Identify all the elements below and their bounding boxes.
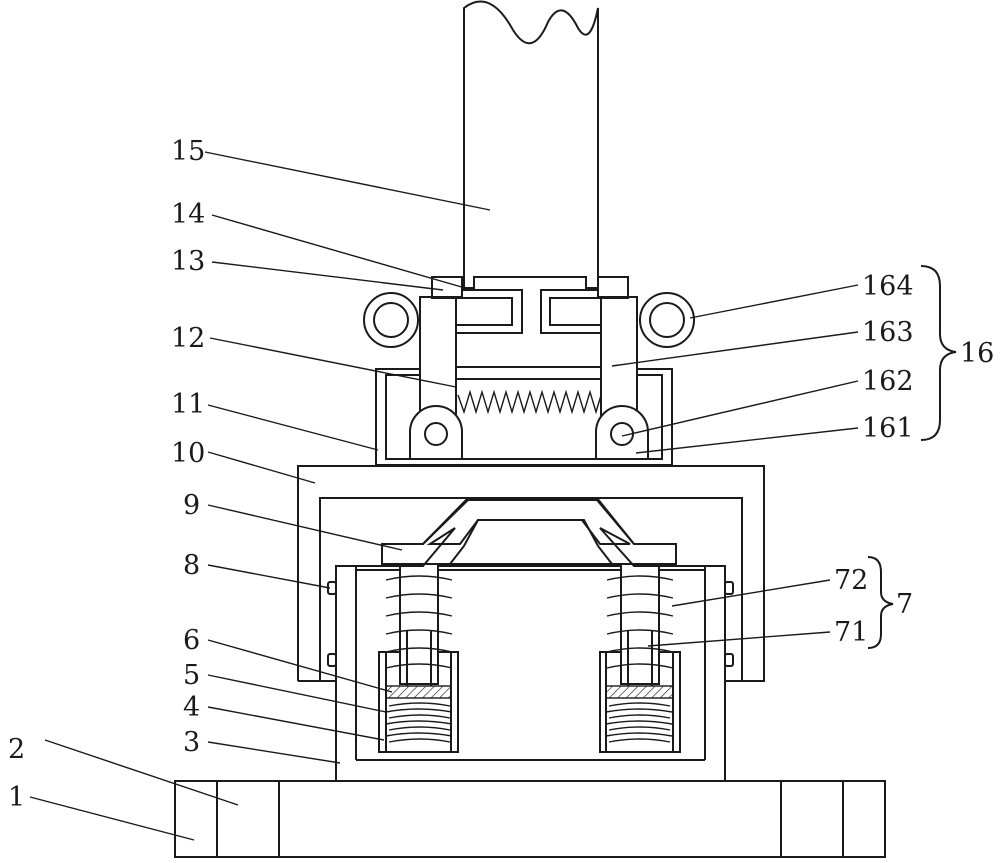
label-16: 16	[960, 338, 994, 369]
label-5: 5	[183, 660, 200, 691]
label-13: 13	[171, 246, 205, 277]
label-161: 161	[862, 413, 914, 444]
label-3: 3	[183, 727, 200, 758]
pressure-plate	[381, 497, 677, 567]
label-163: 163	[862, 317, 914, 348]
label-6: 6	[183, 625, 200, 656]
label-162: 162	[862, 366, 914, 397]
brace-16	[920, 265, 957, 441]
slide-blocks	[327, 581, 734, 667]
label-2: 2	[8, 734, 25, 765]
label-7: 7	[896, 589, 913, 620]
label-71: 71	[834, 617, 868, 648]
left-hinge	[409, 405, 463, 460]
part-labels: 15 14 13 12 11 10 9 8 6 5 4 3 2 1 164 16…	[8, 136, 994, 813]
spring-12	[455, 366, 608, 415]
base-plate	[174, 780, 886, 858]
label-72: 72	[834, 565, 868, 596]
brace-7	[867, 556, 894, 649]
label-4: 4	[183, 692, 200, 723]
right-guide-rod	[606, 563, 674, 686]
bolts	[431, 276, 629, 298]
right-hinge	[595, 405, 649, 460]
label-1: 1	[8, 782, 25, 813]
housing	[335, 565, 726, 782]
column	[463, 0, 599, 289]
right-roller	[639, 292, 695, 348]
label-8: 8	[183, 550, 200, 581]
label-10: 10	[171, 438, 205, 469]
label-12: 12	[171, 323, 205, 354]
left-roller	[363, 292, 419, 348]
label-14: 14	[171, 199, 205, 230]
label-15: 15	[171, 136, 205, 167]
label-11: 11	[171, 389, 205, 420]
left-cylinder	[378, 651, 459, 753]
label-9: 9	[183, 490, 200, 521]
label-164: 164	[862, 271, 914, 302]
leader-lines	[29, 151, 859, 841]
